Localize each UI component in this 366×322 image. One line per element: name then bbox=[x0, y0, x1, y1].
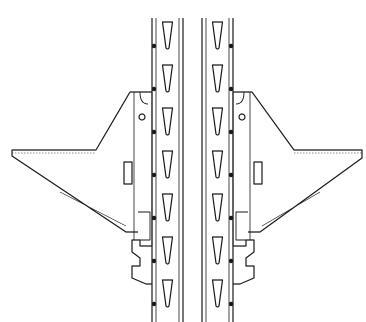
left-bolt-hole bbox=[138, 113, 146, 121]
flange-rivet bbox=[228, 258, 234, 264]
slot-hole bbox=[161, 150, 174, 179]
flange-rivet bbox=[228, 43, 234, 49]
right-upright-channel bbox=[201, 18, 234, 322]
right-latch bbox=[253, 161, 263, 185]
slot-hole bbox=[211, 107, 224, 136]
right-arm-outline bbox=[248, 91, 363, 233]
slot-hole bbox=[161, 236, 174, 265]
slot-hole bbox=[211, 236, 224, 265]
flange-rivet bbox=[228, 301, 234, 307]
slot-hole bbox=[161, 193, 174, 222]
slot-hole bbox=[211, 21, 224, 50]
slot-hole bbox=[211, 193, 224, 222]
flange-rivet bbox=[228, 129, 234, 135]
left-cantilever-bracket bbox=[11, 91, 153, 285]
slot-hole bbox=[161, 21, 174, 50]
left-latch bbox=[123, 161, 133, 185]
flange-rivet bbox=[151, 172, 157, 178]
right-cantilever-bracket bbox=[232, 91, 363, 285]
slot-hole bbox=[211, 64, 224, 93]
upright-column bbox=[151, 18, 234, 322]
flange-rivet bbox=[151, 129, 157, 135]
slot-hole bbox=[161, 64, 174, 93]
left-bracket-plate bbox=[130, 91, 153, 285]
right-bracket-plate bbox=[232, 91, 255, 285]
flange-rivet bbox=[228, 215, 234, 221]
left-upright-channel bbox=[151, 18, 184, 322]
slot-hole bbox=[161, 279, 174, 308]
slot-hole bbox=[161, 107, 174, 136]
right-bolt-hole bbox=[238, 113, 246, 121]
slot-hole bbox=[211, 150, 224, 179]
slot-holes bbox=[151, 21, 234, 308]
slot-hole bbox=[211, 279, 224, 308]
flange-rivet bbox=[228, 172, 234, 178]
flange-rivet bbox=[151, 43, 157, 49]
flange-rivet bbox=[228, 86, 234, 92]
left-arm-outline bbox=[11, 91, 138, 233]
flange-rivet bbox=[151, 301, 157, 307]
flange-rivet bbox=[151, 215, 157, 221]
flange-rivet bbox=[151, 258, 157, 264]
flange-rivet bbox=[151, 86, 157, 92]
